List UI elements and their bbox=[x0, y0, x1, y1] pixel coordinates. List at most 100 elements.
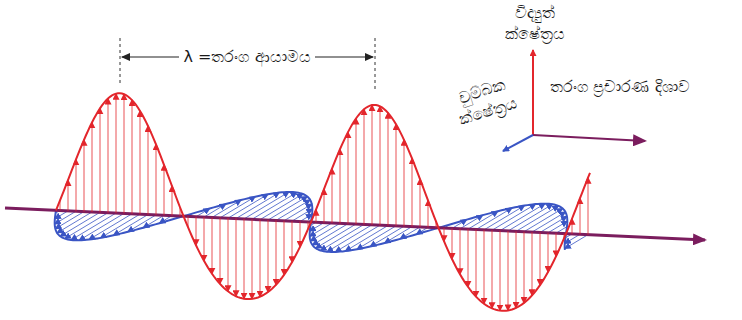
magnetic-vector bbox=[57, 212, 92, 233]
electric-vector bbox=[172, 186, 173, 216]
magnetic-vector bbox=[268, 196, 307, 220]
magnetic-vector bbox=[128, 215, 156, 232]
wavelength-tick bbox=[120, 38, 121, 84]
electric-vector bbox=[548, 233, 549, 272]
magnetic-vector bbox=[204, 204, 226, 217]
magnetic-vector bbox=[468, 211, 498, 229]
electric-vector bbox=[140, 111, 141, 214]
magnetic-vector bbox=[524, 209, 563, 232]
electric-vector bbox=[204, 217, 205, 261]
electric-vector bbox=[460, 229, 461, 274]
electric-vector bbox=[452, 228, 453, 259]
magnetic-vector bbox=[65, 213, 108, 239]
electric-wave bbox=[56, 93, 590, 310]
electric-vector bbox=[580, 198, 581, 234]
electric-vector bbox=[476, 230, 477, 297]
electric-axis bbox=[532, 50, 534, 135]
magnetic-vector bbox=[565, 235, 588, 249]
electric-vector bbox=[588, 178, 589, 235]
electric-vector bbox=[284, 221, 285, 275]
electric-vector bbox=[388, 113, 389, 226]
electric-vector bbox=[372, 105, 373, 225]
electric-vector bbox=[76, 159, 77, 211]
electric-vector bbox=[492, 230, 493, 308]
electric-vector bbox=[396, 124, 397, 226]
electric-vector bbox=[508, 231, 509, 310]
electric-vector bbox=[100, 108, 101, 212]
electric-vector bbox=[108, 99, 109, 213]
magnetic-vector bbox=[532, 212, 565, 232]
electric-vector bbox=[404, 140, 405, 226]
wave-group bbox=[5, 93, 705, 310]
electric-vector bbox=[164, 165, 165, 215]
magnetic-vector bbox=[276, 200, 310, 221]
magnetic-vector bbox=[540, 216, 567, 232]
electric-vector bbox=[412, 158, 413, 226]
electric-vector bbox=[300, 221, 301, 246]
wavelength-label: λ =තරංග ආයාමය bbox=[179, 46, 315, 67]
magnetic-field-label: චුම්බක ක්ෂේත්‍රය bbox=[443, 70, 526, 133]
magnetic-vector bbox=[548, 221, 567, 233]
magnetic-vector bbox=[292, 209, 312, 221]
magnetic-vector bbox=[212, 200, 241, 217]
electric-vector bbox=[516, 231, 517, 308]
electric-vector bbox=[68, 180, 69, 211]
magnetic-vector bbox=[321, 224, 364, 250]
electric-vector bbox=[468, 229, 469, 287]
magnetic-vector bbox=[284, 204, 312, 221]
magnetic-vector bbox=[316, 224, 356, 248]
magnetic-vector bbox=[310, 223, 332, 236]
wavelength-tick bbox=[375, 38, 376, 92]
electric-vector bbox=[260, 220, 261, 297]
magnetic-vector bbox=[385, 227, 412, 243]
electric-vector bbox=[356, 119, 357, 225]
magnetic-vector bbox=[220, 197, 255, 218]
electric-vector bbox=[332, 169, 333, 223]
magnetic-vector bbox=[500, 204, 545, 231]
electric-vector bbox=[132, 100, 133, 214]
electric-vector bbox=[116, 94, 117, 213]
magnetic-vector bbox=[79, 213, 124, 240]
electric-vector bbox=[268, 220, 269, 292]
electric-vector bbox=[276, 220, 277, 284]
electric-vector bbox=[292, 221, 293, 262]
magnetic-vector bbox=[311, 223, 340, 241]
magnetic-vector bbox=[516, 206, 558, 231]
magnetic-vector bbox=[55, 212, 84, 229]
propagation-axis bbox=[5, 208, 705, 240]
electric-vector bbox=[428, 200, 429, 227]
electric-vector bbox=[348, 132, 349, 224]
electric-vector bbox=[380, 106, 381, 225]
electric-vector bbox=[532, 232, 533, 295]
magnetic-vector bbox=[113, 215, 148, 236]
electric-vector bbox=[228, 218, 229, 291]
electric-vector bbox=[556, 233, 557, 256]
electric-vector bbox=[84, 140, 85, 212]
magnetic-vector bbox=[60, 212, 100, 236]
magnetic-vector bbox=[244, 192, 289, 219]
electric-vector bbox=[540, 232, 541, 285]
electric-vector bbox=[420, 179, 421, 227]
electric-vector bbox=[524, 232, 525, 303]
magnetic-vector bbox=[312, 224, 348, 245]
electric-vector bbox=[212, 217, 213, 273]
electric-field-label: විද්‍යුත් ක්ෂේත්‍රය bbox=[493, 2, 577, 44]
electric-vector bbox=[148, 126, 149, 215]
magnetic-axis bbox=[503, 135, 533, 151]
electric-vector bbox=[220, 218, 221, 284]
magnetic-vector bbox=[260, 194, 303, 220]
electric-vector bbox=[92, 122, 93, 212]
electric-vector bbox=[500, 231, 501, 311]
electric-vector bbox=[196, 217, 197, 245]
electric-vector bbox=[244, 219, 245, 299]
electric-vector bbox=[324, 189, 325, 222]
magnetic-vector bbox=[55, 211, 76, 224]
electric-vector bbox=[236, 219, 237, 297]
magnetic-vector bbox=[370, 226, 404, 246]
propagation-label: තරංග ප්‍රචාරණ දිශාව bbox=[545, 76, 695, 97]
electric-vector bbox=[484, 230, 485, 304]
electric-vector bbox=[124, 94, 125, 213]
electric-vector bbox=[364, 109, 365, 224]
electric-vector bbox=[340, 149, 341, 223]
